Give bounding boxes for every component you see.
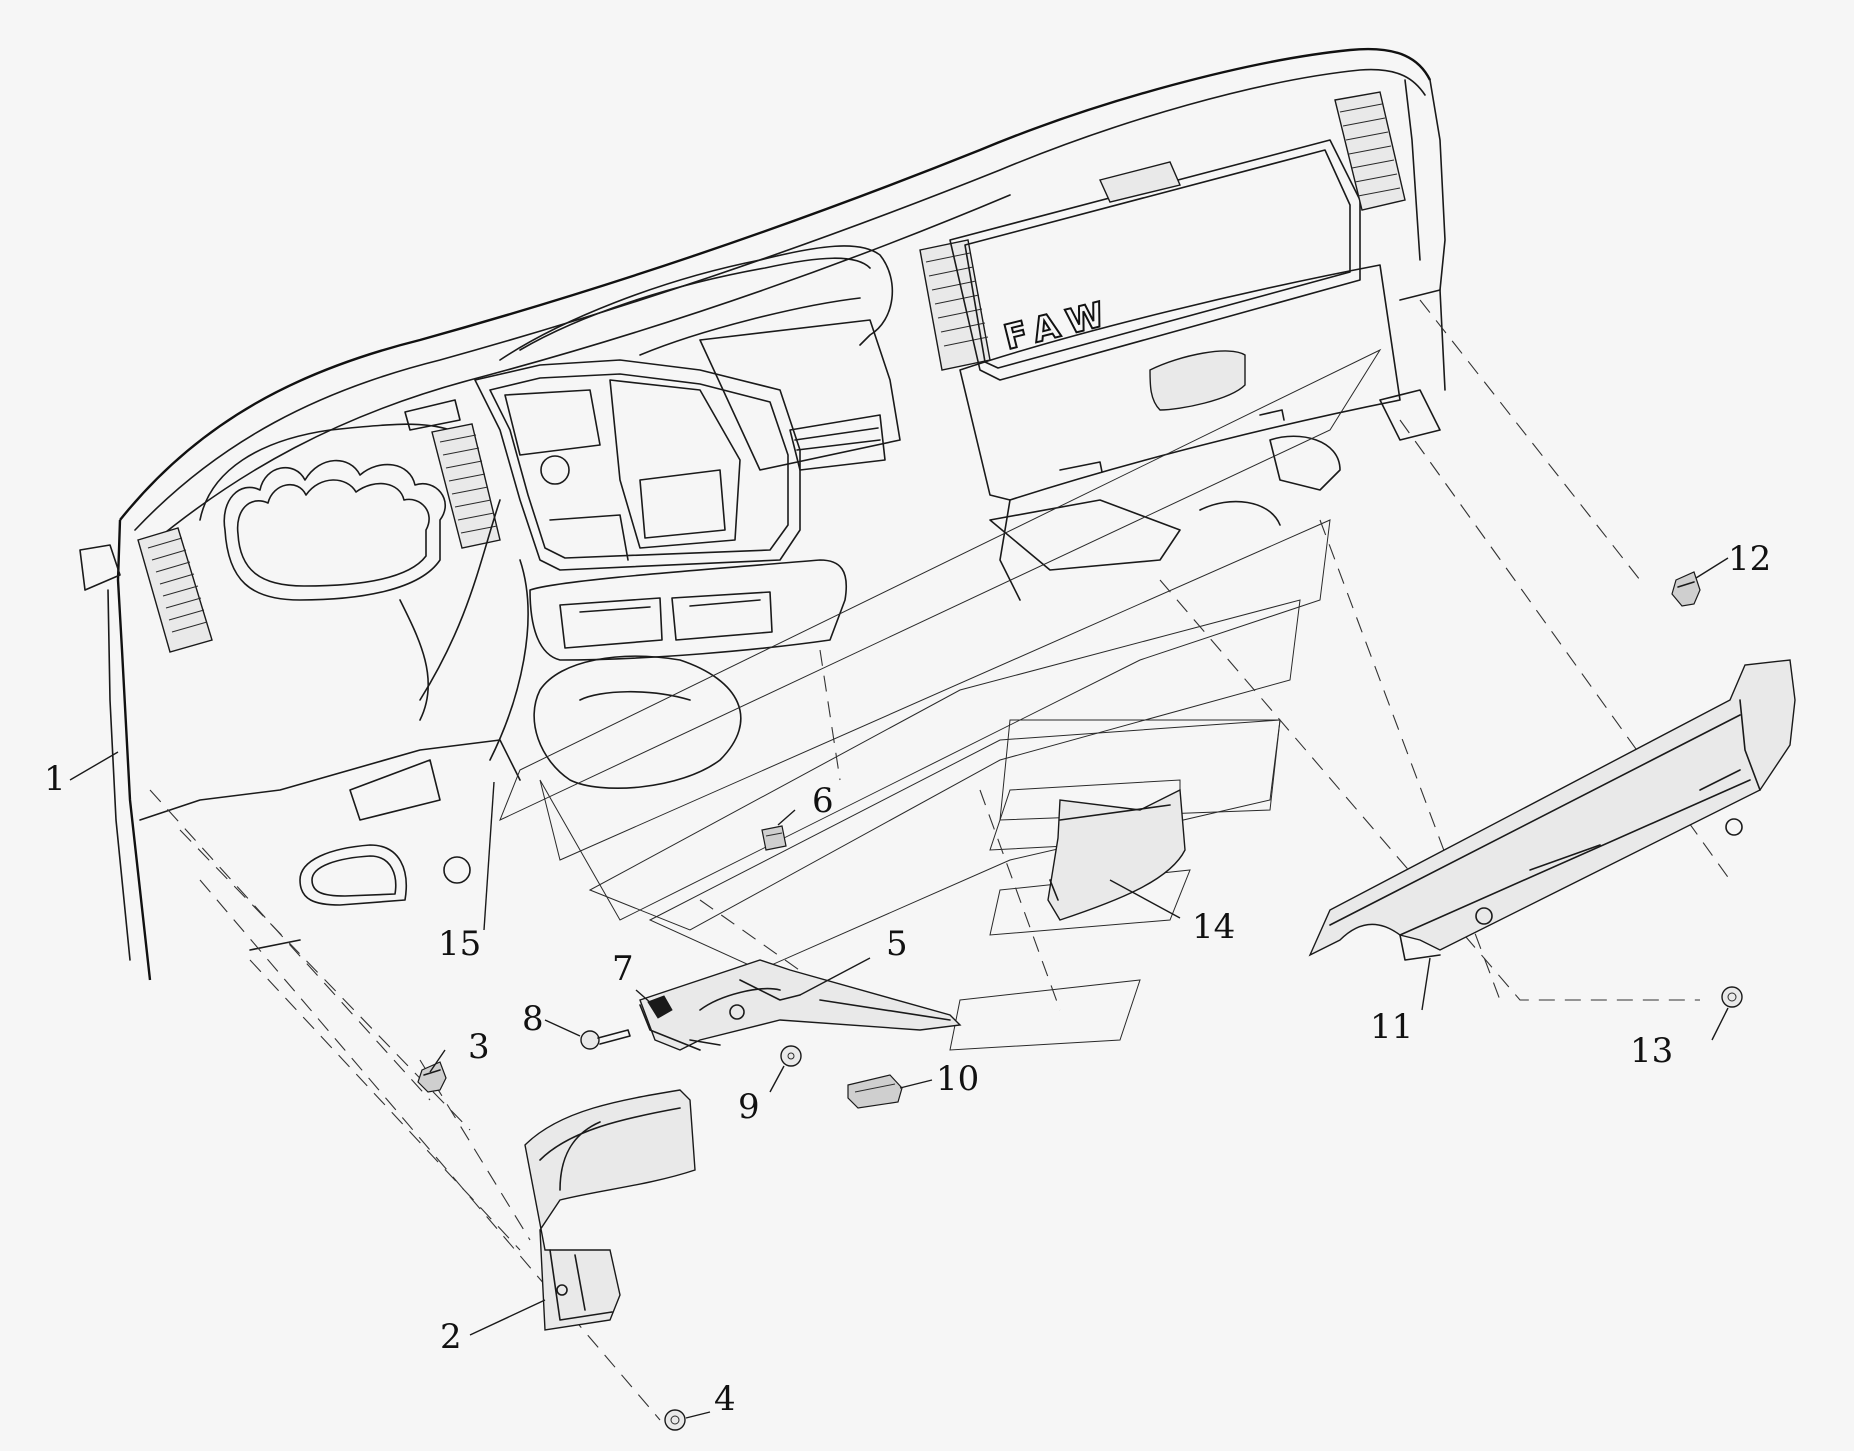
callout-labels: 1 2 3 4 5 6 7 8 9 10 11 12 13 14 15	[44, 539, 1771, 1419]
part-6-switch	[761, 825, 787, 851]
dashboard-panel: FAW	[79, 47, 1446, 981]
callout-13: 13	[1630, 1031, 1673, 1071]
brand-logo-text: FAW	[1000, 292, 1118, 358]
part-12-clip	[1671, 571, 1701, 607]
callout-9: 9	[738, 1087, 760, 1127]
part-8-screw	[580, 1029, 631, 1050]
callout-4: 4	[714, 1379, 736, 1419]
part-7-panel	[639, 995, 701, 1051]
callout-2: 2	[440, 1317, 462, 1357]
part-4-round-fastener	[664, 1409, 686, 1431]
part-5-bracket	[639, 959, 962, 1051]
callout-5: 5	[886, 924, 908, 964]
projection-outlines	[499, 348, 1382, 1051]
leader-lines	[69, 557, 1729, 1419]
brand-logo: FAW	[999, 291, 1119, 359]
callout-15: 15	[438, 924, 481, 964]
callout-3: 3	[468, 1027, 490, 1067]
part-13-round-fastener	[1721, 986, 1743, 1008]
part-11-right-side-trim	[1308, 659, 1796, 961]
part-14-lid	[1047, 788, 1186, 921]
callout-11: 11	[1370, 1007, 1413, 1047]
callout-10: 10	[936, 1059, 979, 1099]
callout-1: 1	[44, 759, 66, 799]
callout-6: 6	[812, 781, 834, 821]
part-10-cover-plate	[847, 1074, 903, 1109]
part-9-washer	[780, 1045, 802, 1067]
part-2-left-side-trim	[524, 1089, 696, 1331]
part-3-clip	[417, 1061, 447, 1093]
callout-7: 7	[612, 949, 634, 989]
callout-8: 8	[522, 999, 544, 1039]
callout-14: 14	[1192, 907, 1235, 947]
callout-12: 12	[1728, 539, 1771, 579]
